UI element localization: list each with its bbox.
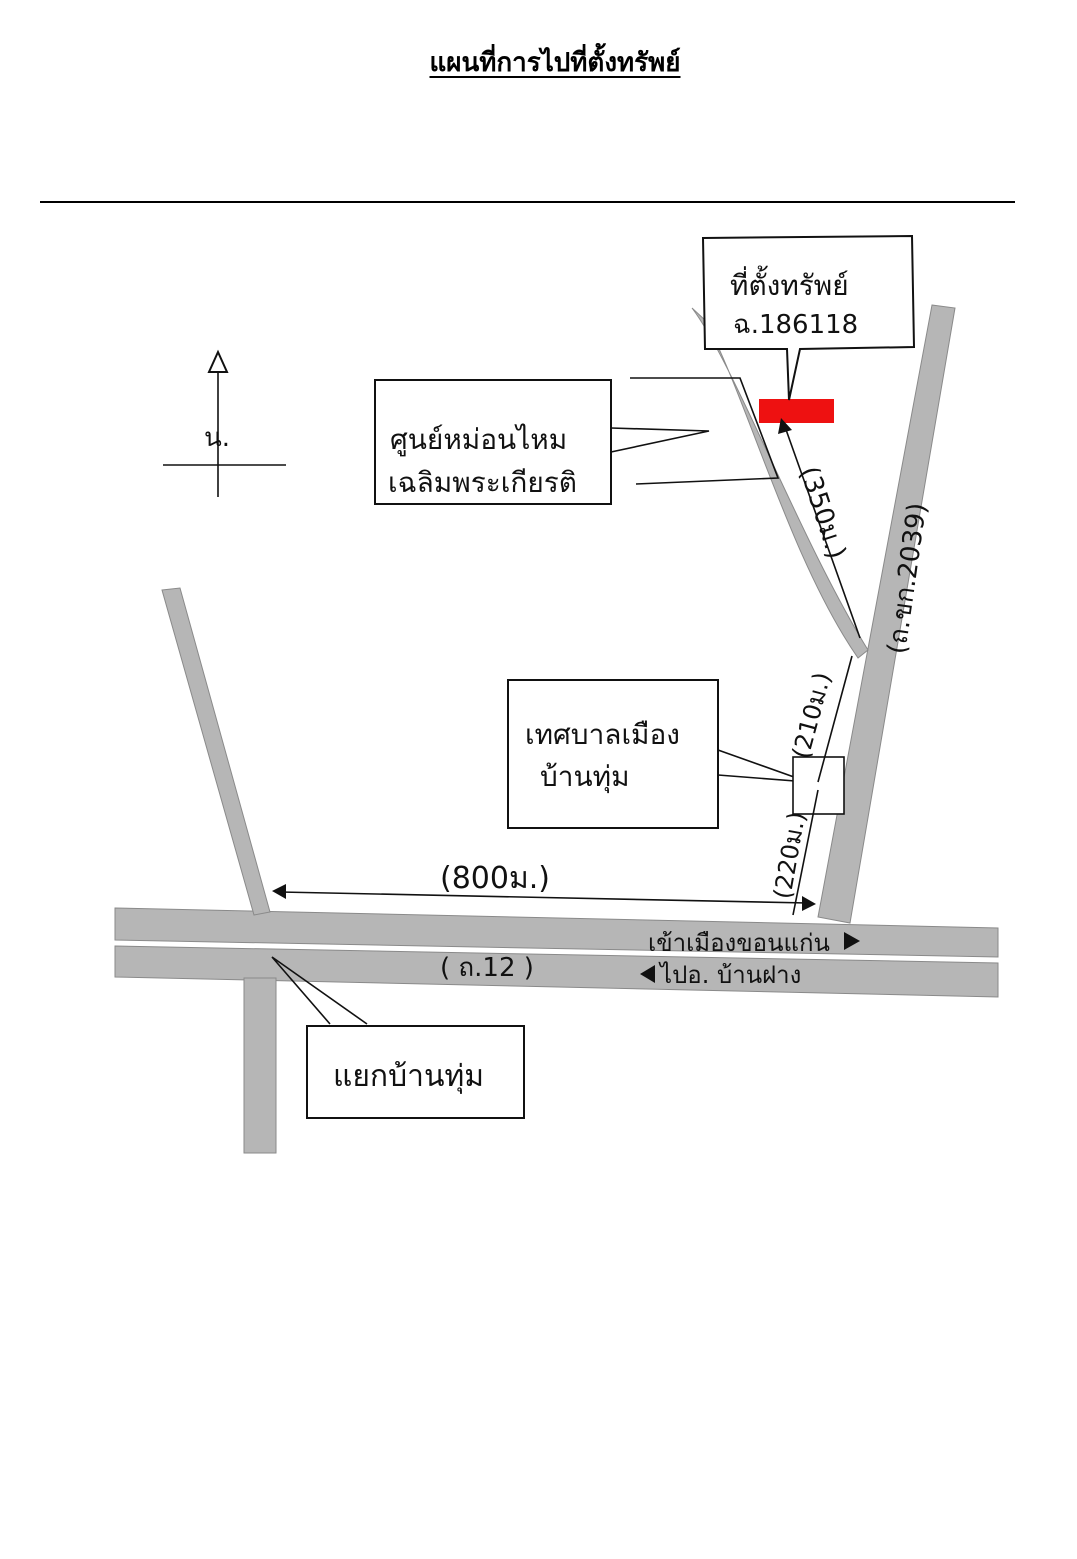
municipality-label-line1: เทศบาลเมือง (525, 718, 680, 751)
municipality-callout (507, 679, 719, 829)
property-label: ที่ตั้งทรัพย์ (730, 265, 849, 302)
property-callout (701, 234, 916, 401)
north-arrow-icon (207, 349, 229, 373)
main-side-road (817, 304, 956, 924)
municipality-building (792, 756, 845, 815)
property-marker (759, 399, 834, 423)
left-road (161, 587, 271, 916)
arrowhead-up-icon (778, 418, 792, 434)
junction-road (243, 977, 277, 1154)
direction-khonkaen-label: เข้าเมืองขอนแก่น (648, 929, 830, 957)
page-title: แผนที่การไปที่ตั้งทรัพย์ (429, 48, 681, 78)
direction-banfang-label: ไปอ. บ้านฝาง (658, 961, 801, 989)
distance-210-label: (210ม.) (787, 669, 837, 761)
junction-callout (306, 1025, 525, 1119)
highway-upper-lane (114, 907, 999, 958)
center-callout (374, 379, 612, 505)
center-pointer (610, 427, 710, 453)
compass-north-label: น. (204, 423, 230, 453)
highway-lower-lane (114, 945, 999, 998)
center-label-line2: เฉลิมพระเกียรติ (388, 466, 577, 499)
triangle-left-icon (640, 965, 655, 983)
distance-210-line (817, 655, 853, 783)
arrowhead-right-icon (802, 896, 816, 911)
property-deed-number: ฉ.186118 (733, 310, 858, 340)
arrowhead-left-icon (272, 884, 286, 899)
distance-220-line (792, 789, 819, 916)
junction-pointer (271, 956, 368, 1025)
center-building-outline (630, 377, 780, 485)
municipality-label-line2: บ้านทุ่ม (540, 760, 630, 794)
distance-800-line (279, 891, 809, 904)
distance-800-label: (800ม.) (440, 861, 550, 896)
triangle-right-icon (844, 932, 860, 950)
junction-label: แยกบ้านทุ่ม (333, 1059, 484, 1095)
distance-350-line (783, 423, 861, 639)
highway-label: ( ถ.12 ) (440, 953, 534, 983)
header-rule (40, 201, 1015, 203)
soi-road (691, 307, 869, 659)
center-label-line1: ศูนย์หม่อนไหม (390, 423, 567, 457)
